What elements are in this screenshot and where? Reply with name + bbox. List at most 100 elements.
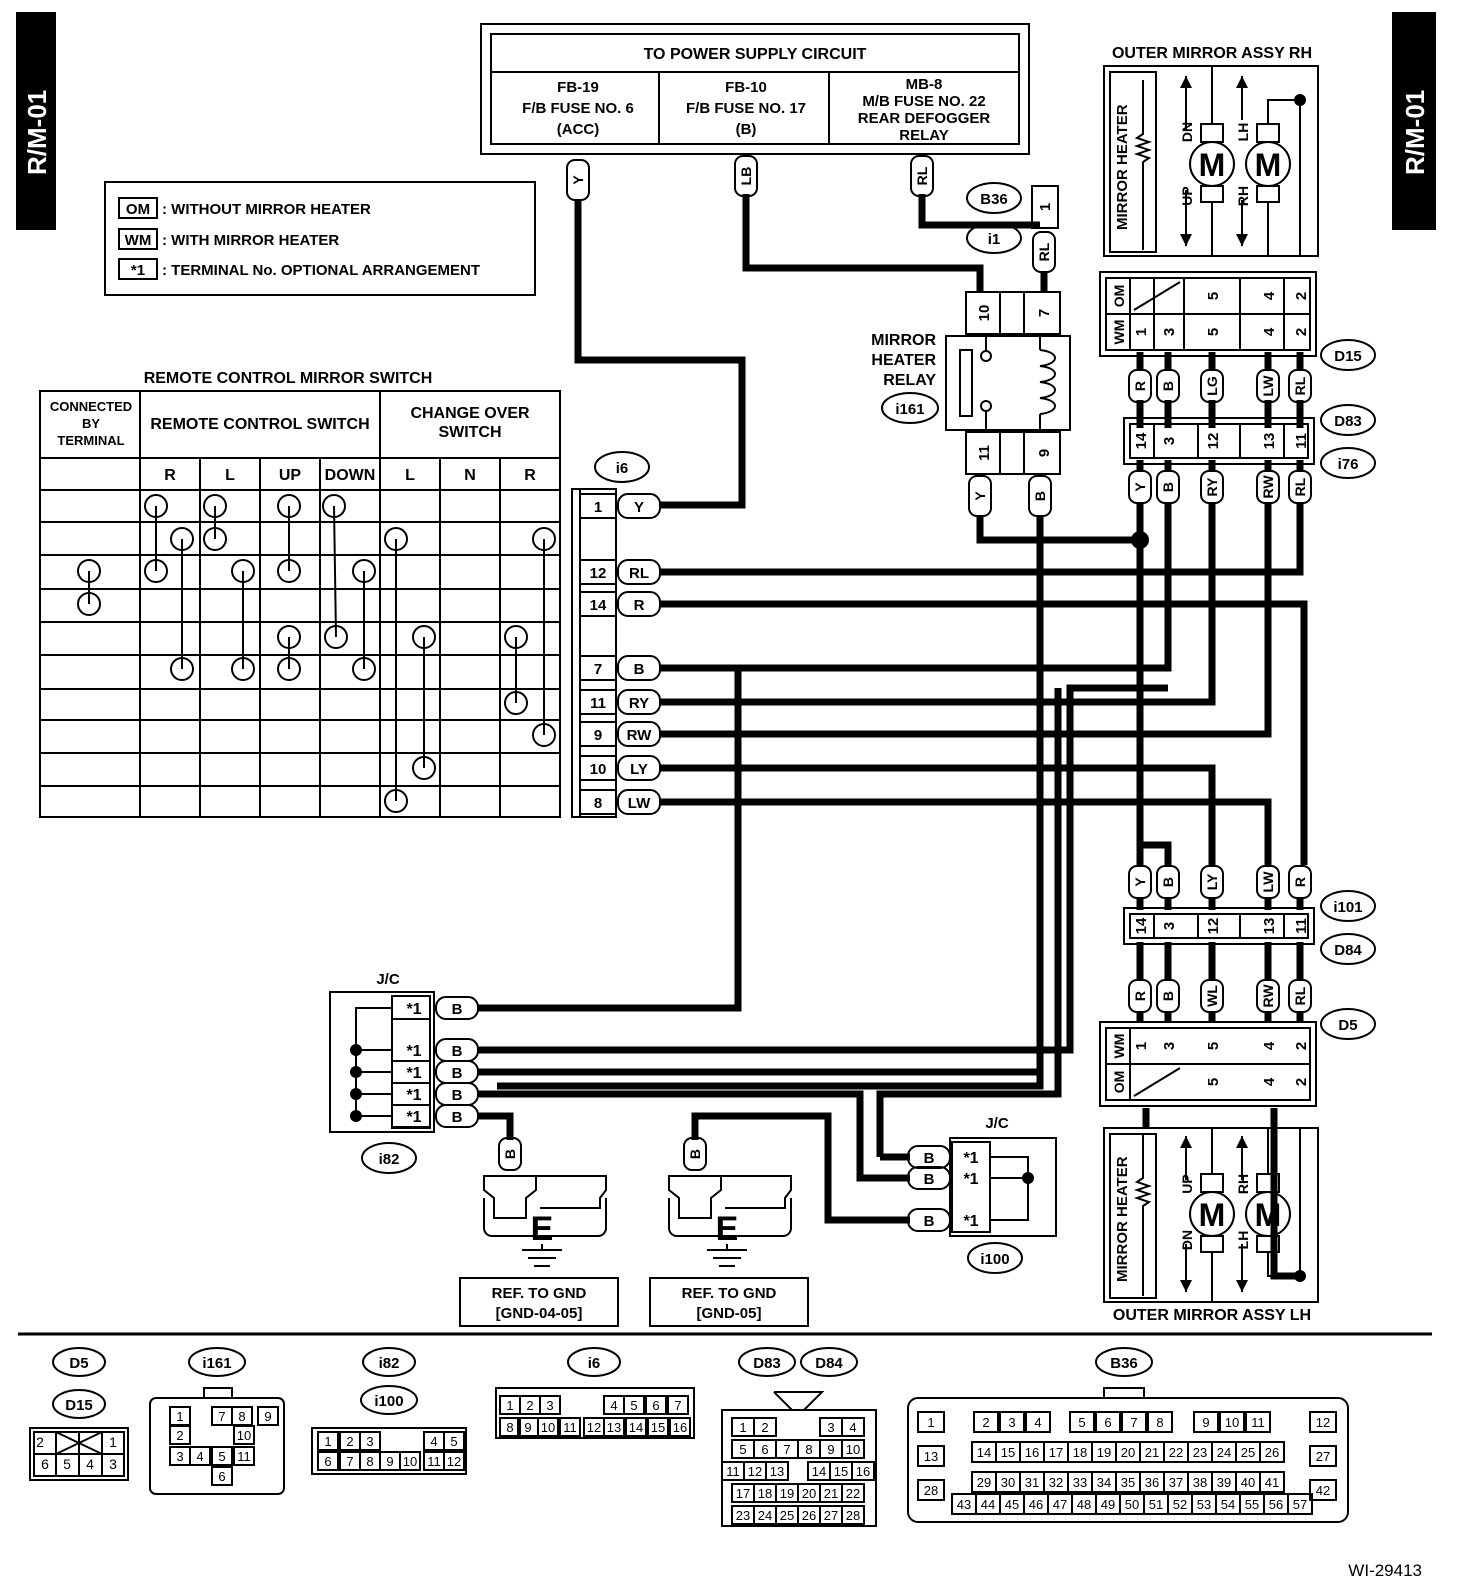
jc-right-term-1: *1 bbox=[963, 1171, 978, 1188]
rh-wire-0: R bbox=[1132, 381, 1148, 391]
fuse-1-line2: F/B FUSE NO. 6 bbox=[522, 100, 634, 117]
b36-face-pin-4-box bbox=[1025, 1411, 1051, 1433]
b36-face-pin-13-box bbox=[917, 1445, 945, 1467]
b36-face-pin-21: 21 bbox=[1145, 1445, 1159, 1460]
remote-control-mirror-switch: REMOTE CONTROL MIRROR SWITCH CONNECTED B… bbox=[39, 370, 561, 818]
d83-face-pin-9: 9 bbox=[827, 1442, 834, 1457]
switch-contact bbox=[352, 657, 376, 681]
switch-contact bbox=[504, 625, 528, 649]
b36-face-pin-26: 26 bbox=[1265, 1445, 1279, 1460]
d83-face-pin-1: 1 bbox=[739, 1420, 746, 1435]
connector-i6-label: i6 bbox=[616, 460, 629, 477]
b36-face-pin-10-box bbox=[1219, 1411, 1245, 1433]
i6-pin-9: 9 bbox=[594, 727, 602, 744]
d83-face-pin-17: 17 bbox=[736, 1486, 750, 1501]
switch-contact bbox=[277, 559, 301, 583]
i6-face-pin-11-box bbox=[559, 1417, 581, 1437]
i161-face-pin-2: 2 bbox=[176, 1428, 183, 1443]
mirror-lh-dn: DN bbox=[1179, 1230, 1195, 1250]
relay-pin-10: 10 bbox=[976, 305, 993, 322]
d84-pin-12: 12 bbox=[1205, 918, 1222, 935]
relay-label-2: HEATER bbox=[871, 352, 936, 369]
switch-contact bbox=[504, 691, 528, 715]
b36-face-pin-8-box bbox=[1147, 1411, 1173, 1433]
jc-dot bbox=[350, 1088, 362, 1100]
lh-om-label: OM bbox=[1111, 1071, 1127, 1094]
ground-1-wire-box bbox=[683, 1137, 707, 1171]
jc-left-term-4: *1 bbox=[406, 1109, 421, 1126]
i6-pin-box bbox=[579, 721, 617, 747]
d83-face-pin-16-box bbox=[851, 1461, 875, 1481]
b36-face-pin-51: 51 bbox=[1149, 1497, 1163, 1512]
fuse-1-line3: (ACC) bbox=[557, 121, 600, 138]
lh-wire2-0-box bbox=[1128, 979, 1152, 1013]
i161-face-pin-2-box bbox=[169, 1425, 191, 1445]
i82-face-pin-1: 1 bbox=[324, 1434, 331, 1449]
i6-wire-y: Y bbox=[634, 499, 644, 516]
d83-pin-11: 11 bbox=[1293, 433, 1310, 449]
b36-face-pin-2-box bbox=[973, 1411, 999, 1433]
b36-face-pin-47: 47 bbox=[1053, 1497, 1067, 1512]
i82-face-pin-3: 3 bbox=[366, 1434, 373, 1449]
jc-right-label: J/C bbox=[985, 1115, 1009, 1132]
d83-face-pin-3: 3 bbox=[827, 1420, 834, 1435]
jc-right-wire-2: B bbox=[924, 1213, 935, 1230]
switch-contact bbox=[170, 657, 194, 681]
i161-face-pin-8: 8 bbox=[238, 1409, 245, 1424]
b36-face-pin-9: 9 bbox=[1202, 1415, 1209, 1430]
d84-pin-3: 3 bbox=[1161, 922, 1178, 930]
d83-face-pin-18: 18 bbox=[758, 1486, 772, 1501]
b36-face-pin-5: 5 bbox=[1078, 1415, 1085, 1430]
switch-contact bbox=[231, 559, 255, 583]
face-d5-label: D5 bbox=[69, 1355, 88, 1372]
page-code-right: R/M-01 bbox=[1400, 90, 1430, 175]
d83-face-pin-21: 21 bbox=[824, 1486, 838, 1501]
mirror-rh-heater: MIRROR HEATER bbox=[1114, 104, 1131, 230]
om-pin-4: 4 bbox=[1261, 1077, 1278, 1086]
switch-contact bbox=[277, 625, 301, 649]
b36-face-pin-28-box bbox=[917, 1479, 945, 1501]
rh-wire2-2-box bbox=[1200, 470, 1224, 504]
b36-face-pin-52: 52 bbox=[1173, 1497, 1187, 1512]
d83-face-pin-4-box bbox=[841, 1417, 865, 1437]
i82-face-pin-9: 9 bbox=[386, 1454, 393, 1469]
sub-remote-l: L bbox=[225, 467, 235, 484]
lh-wire-0: Y bbox=[1132, 877, 1148, 887]
b36-face-pin-34: 34 bbox=[1097, 1475, 1111, 1490]
d83-face-pin-2-box bbox=[753, 1417, 777, 1437]
rh-wire-3: LW bbox=[1260, 375, 1276, 397]
sub-remote-r: R bbox=[164, 467, 176, 484]
b36-face-pin-38: 38 bbox=[1193, 1475, 1207, 1490]
d5-face-pin-1: 1 bbox=[109, 1434, 117, 1450]
i161-face-pin-10: 10 bbox=[237, 1428, 251, 1443]
wm-pin-3: 3 bbox=[1161, 328, 1178, 336]
switch-contact bbox=[277, 657, 301, 681]
b36-face-pin-29: 29 bbox=[977, 1475, 991, 1490]
i6-face-pin-1: 1 bbox=[506, 1398, 513, 1413]
b36-face-pin-36: 36 bbox=[1145, 1475, 1159, 1490]
i6-wire-lw: LW bbox=[628, 795, 651, 812]
switch-contact bbox=[412, 756, 436, 780]
b36-face-pin-57-box bbox=[1287, 1493, 1313, 1515]
rh-wm-label: WM bbox=[1111, 320, 1127, 345]
b36-face-pin-32: 32 bbox=[1049, 1475, 1063, 1490]
i6-face-pin-12: 12 bbox=[587, 1420, 601, 1435]
lh-wire2-4-box bbox=[1288, 979, 1312, 1013]
d83-face-pin-28: 28 bbox=[846, 1508, 860, 1523]
i6-pin-1: 1 bbox=[594, 499, 602, 516]
lh-wire2-3-box bbox=[1256, 979, 1280, 1013]
i6-face-pin-8: 8 bbox=[506, 1420, 513, 1435]
om-empty-slash bbox=[1133, 1067, 1181, 1097]
i161-face-pin-1: 1 bbox=[176, 1409, 183, 1424]
ground-1-ref-box bbox=[649, 1277, 809, 1327]
wm-pin-5: 5 bbox=[1205, 328, 1222, 336]
b36-face-pin-27: 27 bbox=[1316, 1449, 1330, 1464]
i161-face-pin-11-box bbox=[233, 1446, 255, 1466]
b36-face-pin-1: 1 bbox=[927, 1415, 934, 1430]
i6-face-pin-10: 10 bbox=[541, 1420, 555, 1435]
mirror-lh-heater: MIRROR HEATER bbox=[1114, 1156, 1131, 1282]
wm-pin-1: 1 bbox=[1133, 1042, 1150, 1050]
rh-wire-1-box bbox=[1156, 369, 1180, 403]
b36-face-pin-27-box bbox=[1309, 1445, 1337, 1467]
